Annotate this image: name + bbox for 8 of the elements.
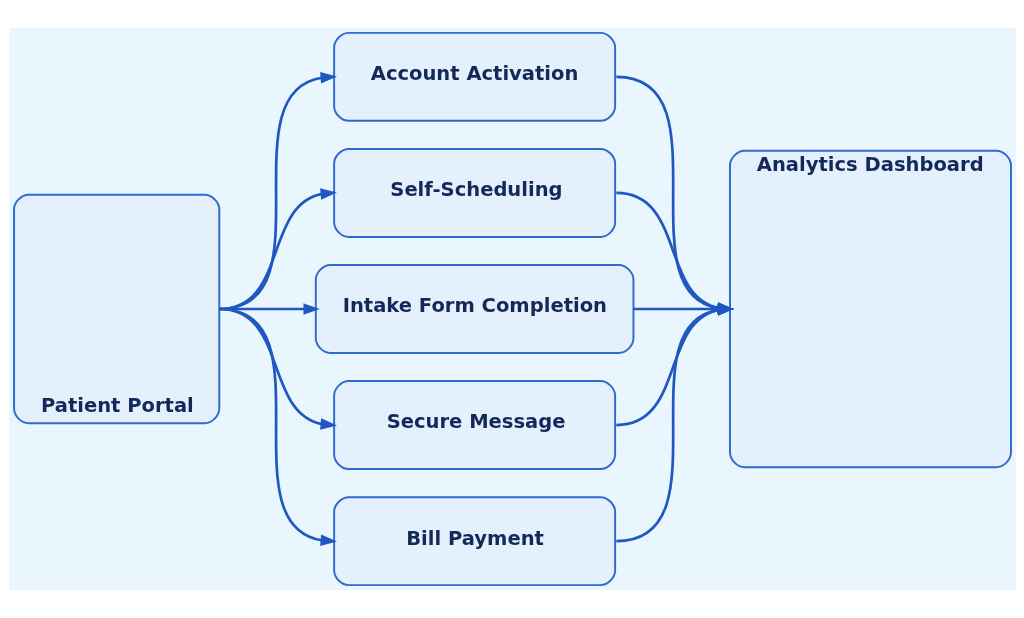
- node-box: Intake Form Completion: [314, 264, 634, 354]
- node-box: Analytics Dashboard: [728, 149, 1012, 469]
- node-box: Secure Message: [332, 380, 616, 471]
- node-box: Bill Payment: [332, 496, 616, 587]
- node-box: Account Activation: [332, 31, 616, 122]
- arrow: [218, 307, 337, 546]
- node-box: Patient Portal: [12, 193, 220, 425]
- node-box: Self-Scheduling: [332, 147, 616, 238]
